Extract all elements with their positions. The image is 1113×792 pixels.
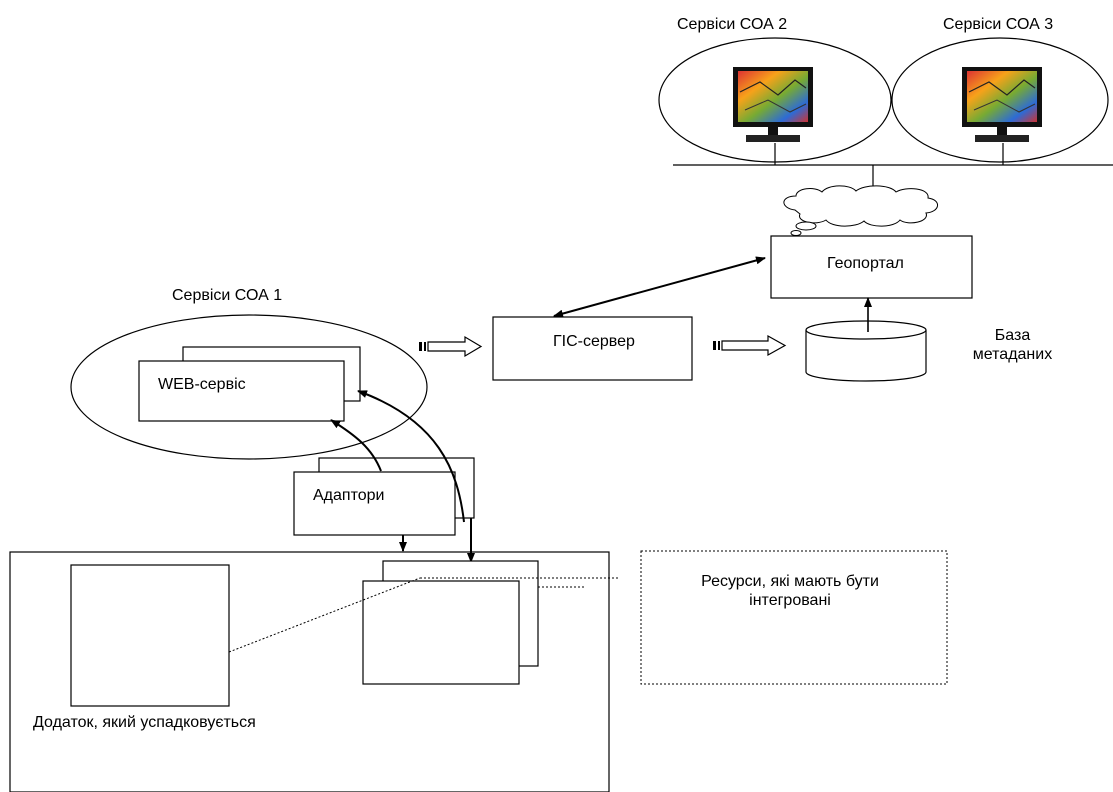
soa3-label: Сервіси СОА 3 xyxy=(943,16,1054,33)
monitor-icon xyxy=(733,67,813,142)
metadata-database xyxy=(805,320,927,382)
soa3-ellipse xyxy=(891,37,1109,163)
adapters-label: Адаптори xyxy=(313,487,385,504)
geoportal-box xyxy=(770,235,973,299)
soa1-label: Сервіси СОА 1 xyxy=(172,287,283,304)
legacy-app-label: Додаток, який успадковується xyxy=(33,714,256,731)
cloud-icon xyxy=(783,185,938,227)
legacy-container xyxy=(9,551,610,792)
monitor-icon xyxy=(962,67,1042,142)
adapters-box xyxy=(293,471,456,536)
metadata-db-label-line2: метаданих xyxy=(972,346,1053,363)
resources-box xyxy=(362,580,520,685)
soa1-ellipse xyxy=(70,314,428,460)
adapter-to-web-arrow xyxy=(330,419,382,472)
geoportal-label: Геопортал xyxy=(827,255,904,272)
metadata-db-label-line1: База xyxy=(994,327,1031,344)
gis-geoportal-arrow xyxy=(553,256,766,318)
flow-arrow-icon xyxy=(419,335,483,358)
web-service-label: WEB-сервіс xyxy=(158,376,246,393)
resources-to-web-arrow xyxy=(357,390,465,523)
resources-label: Ресурси, які мають бути інтегровані xyxy=(701,573,879,609)
flow-arrow-icon xyxy=(713,334,787,357)
web-service-box xyxy=(138,360,345,422)
legacy-app-box xyxy=(70,564,230,707)
soa2-label: Сервіси СОА 2 xyxy=(677,16,788,33)
gis-server-label: ГІС-сервер xyxy=(553,333,635,350)
metadata-db-label: База метаданих xyxy=(960,326,1065,364)
resources-note-box xyxy=(640,550,948,685)
